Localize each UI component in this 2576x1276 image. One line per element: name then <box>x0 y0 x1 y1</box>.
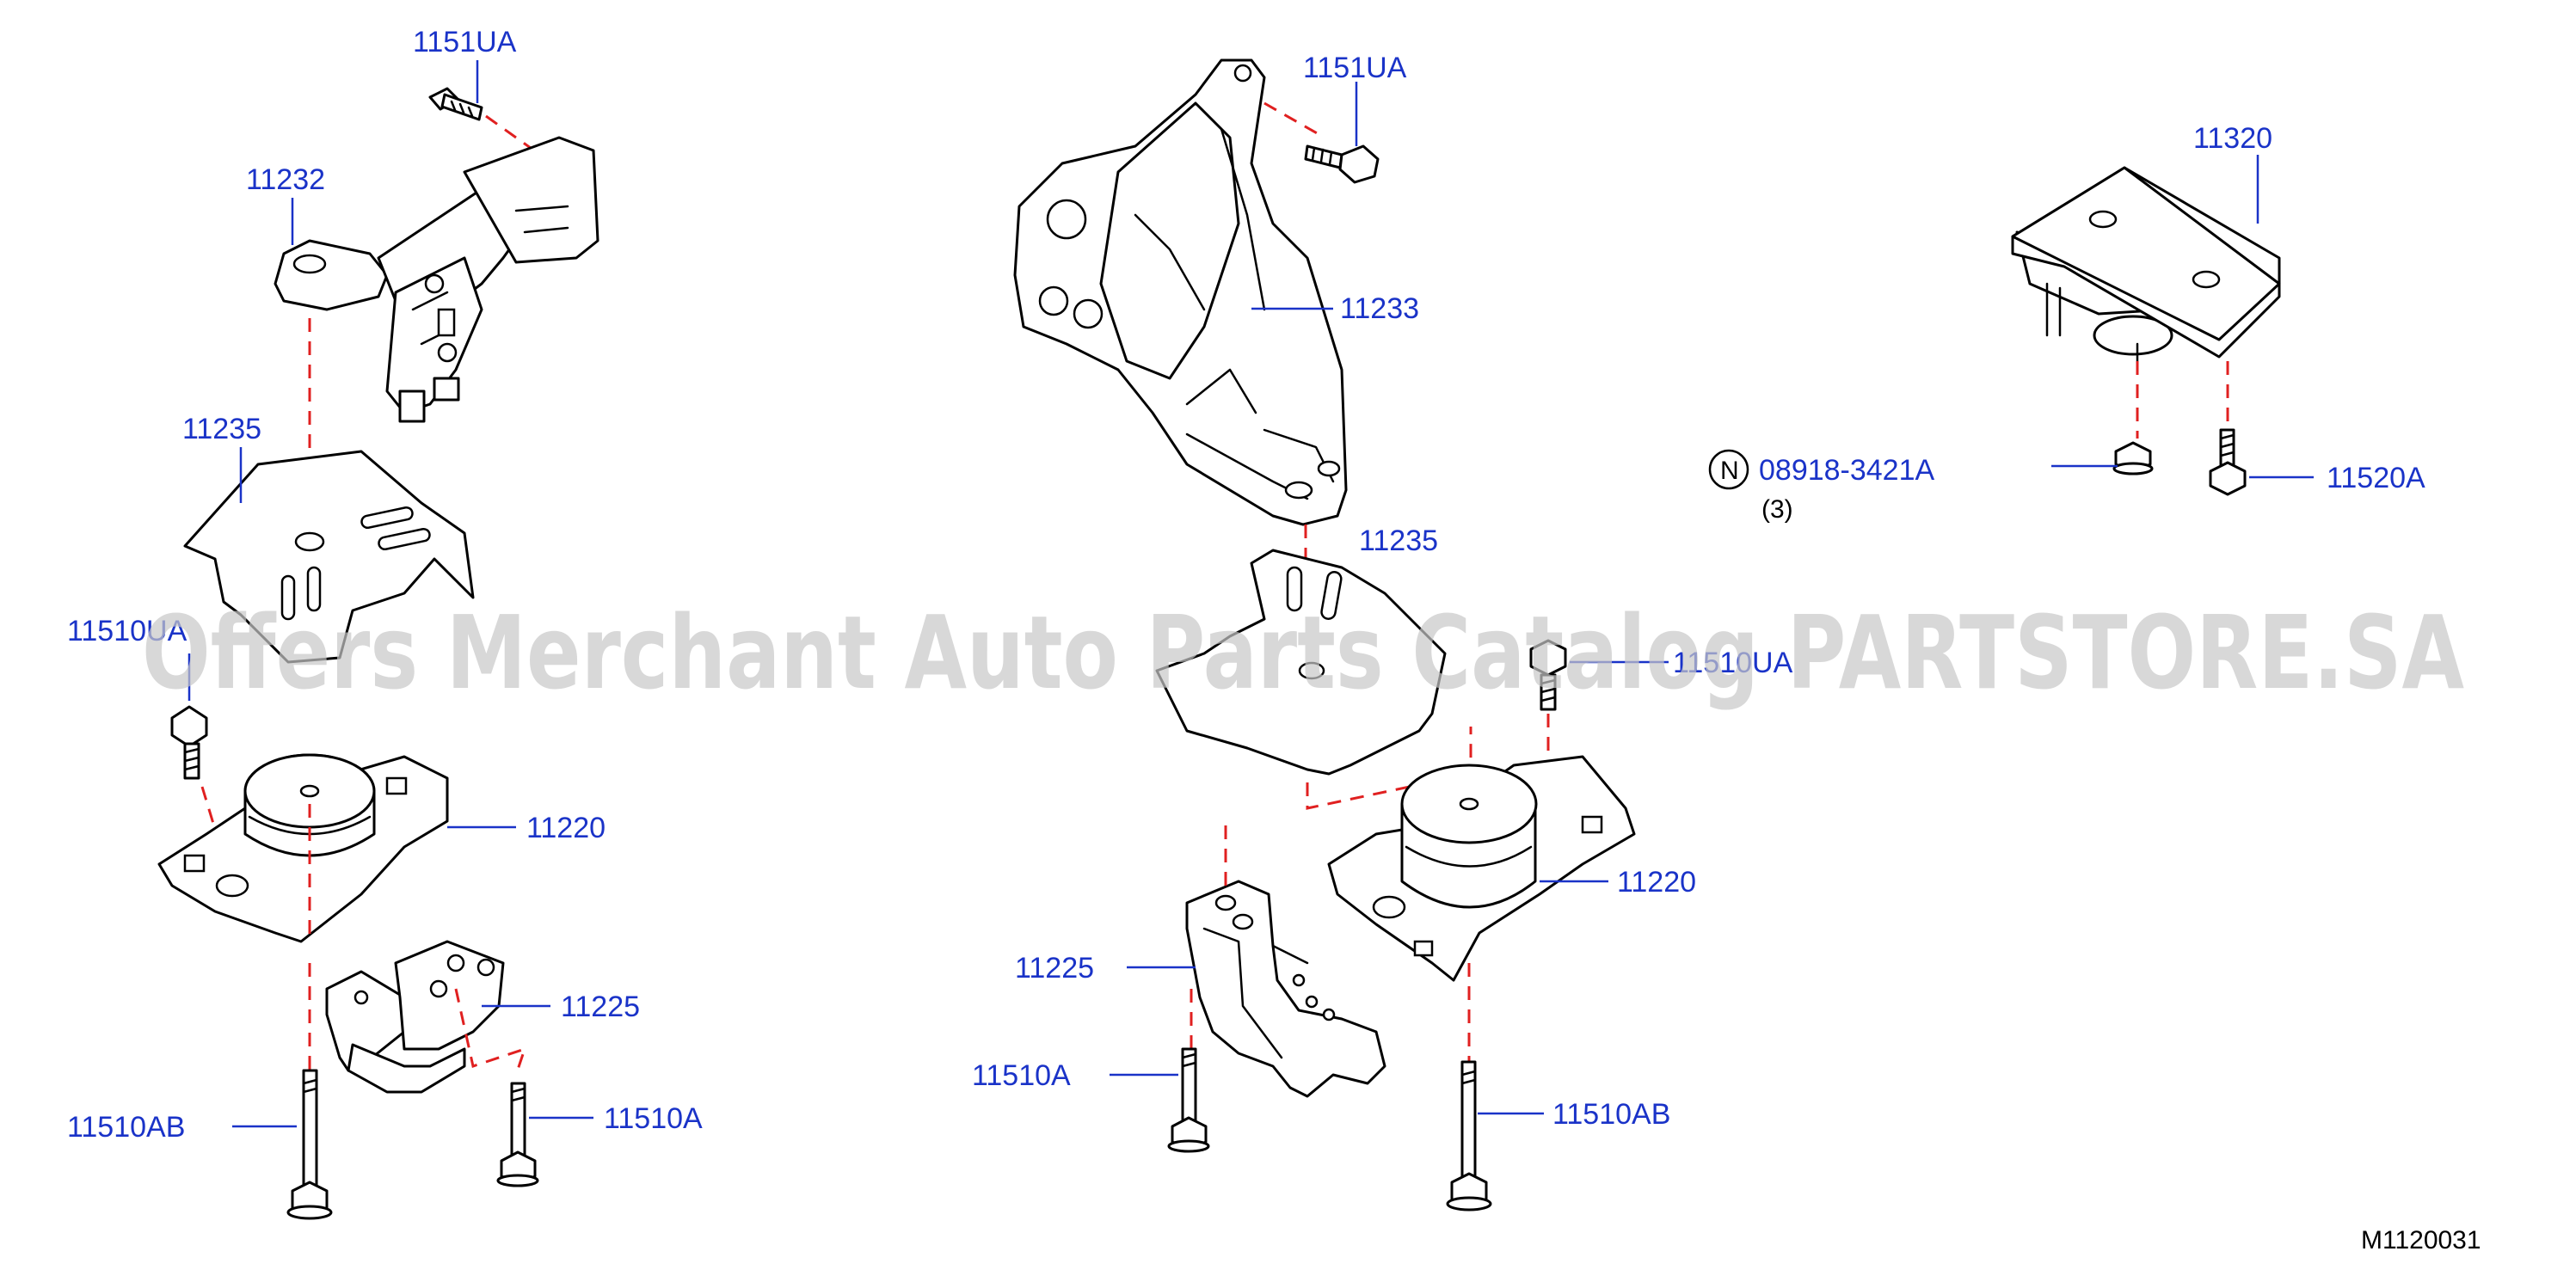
heat-shield-11235-left[interactable] <box>183 450 475 664</box>
engine-mount-11220-left[interactable] <box>157 753 449 943</box>
label-11225-mid: 11225 <box>1015 952 1094 985</box>
bolt-11510ab-left[interactable] <box>286 1069 333 1220</box>
engine-mount-11220-mid[interactable] <box>1327 755 1636 982</box>
label-11235-left: 11235 <box>182 413 261 445</box>
label-11220-mid: 11220 <box>1617 866 1696 899</box>
label-11520a: 11520A <box>2327 462 2425 494</box>
label-11510ab-mid: 11510AB <box>1552 1098 1670 1131</box>
label-11225-left: 11225 <box>561 991 640 1023</box>
label-1151ua-mid: 1151UA <box>1303 52 1407 84</box>
bolt-11510a-mid[interactable] <box>1167 1047 1210 1153</box>
bracket-11232[interactable] <box>274 136 599 423</box>
bolt-1151ua-mid[interactable] <box>1304 144 1380 184</box>
watermark: Offers Merchant Auto Parts Catalog PARTS… <box>142 593 2464 712</box>
label-11232: 11232 <box>246 163 325 196</box>
bolt-11510ua-left[interactable] <box>170 705 208 780</box>
bolt-11510a-left[interactable] <box>496 1082 539 1187</box>
label-11510a-left: 11510A <box>604 1102 703 1135</box>
label-11220-left: 11220 <box>526 812 606 844</box>
bolt-11520a[interactable] <box>2209 428 2247 496</box>
label-11510ab-left: 11510AB <box>67 1111 185 1144</box>
bracket-11233[interactable] <box>1013 58 1348 526</box>
label-11320: 11320 <box>2193 122 2272 155</box>
label-11233: 11233 <box>1340 292 1419 325</box>
label-11235-mid: 11235 <box>1359 525 1438 557</box>
n-symbol-letter: N <box>1720 457 1739 485</box>
bolt-11510ab-mid[interactable] <box>1446 1060 1492 1212</box>
label-11510a-mid: 11510A <box>972 1059 1071 1092</box>
bolt-1151ua-left[interactable] <box>428 87 483 121</box>
label-08918-qty: (3) <box>1761 495 1793 524</box>
label-08918-3421a: 08918-3421A <box>1759 454 1935 487</box>
bracket-11225-left[interactable] <box>325 940 505 1094</box>
figure-code: M1120031 <box>2361 1226 2481 1255</box>
n-symbol-circle <box>1708 449 1749 490</box>
bracket-11225-mid[interactable] <box>1185 880 1386 1098</box>
damper-plate-11320[interactable] <box>2011 166 2281 363</box>
label-1151ua-left: 1151UA <box>413 26 517 58</box>
label-11510ua-mid: 11510UA <box>1673 647 1793 679</box>
label-11510ua-left: 11510UA <box>67 615 188 647</box>
bolt-11510ua-mid[interactable] <box>1529 639 1567 711</box>
nut-08918-3421a[interactable] <box>2112 441 2154 475</box>
heat-shield-11235-mid[interactable] <box>1155 549 1447 776</box>
